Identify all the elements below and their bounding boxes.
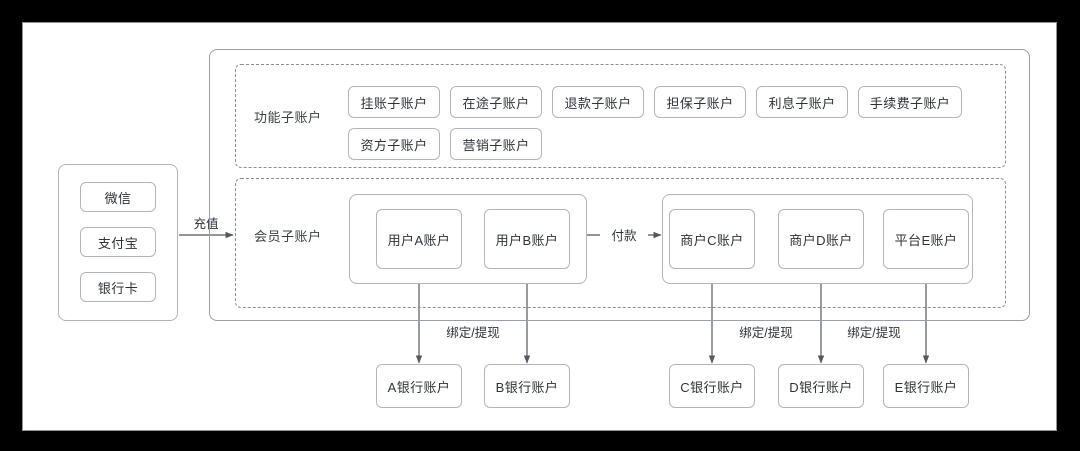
platform-account-e[interactable]: 平台E账户 — [883, 209, 969, 269]
member-subaccount-label: 会员子账户 — [254, 228, 322, 244]
payment-channel-alipay-label: 支付宝 — [97, 235, 139, 251]
functional-account-tuikuan[interactable]: 退款子账户 — [552, 86, 644, 118]
user-account-a[interactable]: 用户A账户 — [376, 209, 462, 269]
payment-channel-wechat[interactable]: 微信 — [80, 182, 156, 212]
functional-account-shouxufei[interactable]: 手续费子账户 — [858, 86, 962, 118]
bank-account-e[interactable]: E银行账户 — [883, 364, 969, 408]
user-account-b[interactable]: 用户B账户 — [484, 209, 570, 269]
functional-account-yingxiao[interactable]: 营销子账户 — [450, 128, 542, 160]
payment-channel-bankcard-label: 银行卡 — [97, 280, 139, 296]
functional-account-zifang-label: 资方子账户 — [360, 137, 428, 153]
bank-account-b[interactable]: B银行账户 — [484, 364, 570, 408]
functional-account-danbao-label: 担保子账户 — [666, 95, 734, 111]
bank-account-d[interactable]: D银行账户 — [778, 364, 864, 408]
functional-account-zaitu-label: 在途子账户 — [462, 95, 530, 111]
connector-layer — [179, 231, 930, 364]
payment-channel-bankcard[interactable]: 银行卡 — [80, 272, 156, 302]
functional-account-zifang[interactable]: 资方子账户 — [348, 128, 440, 160]
edge-label-recharge: 充值 — [181, 213, 231, 232]
payment-channel-alipay[interactable]: 支付宝 — [80, 227, 156, 257]
user-account-b-label: 用户B账户 — [495, 232, 559, 248]
functional-account-danbao[interactable]: 担保子账户 — [654, 86, 746, 118]
merchant-account-c[interactable]: 商户C账户 — [669, 209, 755, 269]
functional-account-tuikuan-label: 退款子账户 — [564, 95, 632, 111]
functional-account-guazhang-label: 挂账子账户 — [360, 95, 428, 111]
functional-subaccount-section — [235, 64, 1006, 168]
bank-account-c-label: C银行账户 — [680, 379, 744, 395]
account-system-container — [209, 49, 1030, 321]
bank-account-a-label: A银行账户 — [387, 379, 451, 395]
functional-account-guazhang[interactable]: 挂账子账户 — [348, 86, 440, 118]
functional-account-lixi-label: 利息子账户 — [768, 95, 836, 111]
functional-account-shouxufei-label: 手续费子账户 — [869, 95, 951, 111]
edge-label-bind-withdraw-cd: 绑定/提现 — [721, 322, 811, 341]
payment-channel-wechat-label: 微信 — [104, 190, 132, 206]
user-account-a-label: 用户A账户 — [387, 232, 451, 248]
bank-account-b-label: B银行账户 — [495, 379, 559, 395]
member-subaccount-section — [235, 178, 1006, 308]
functional-account-zaitu[interactable]: 在途子账户 — [450, 86, 542, 118]
edge-label-payment: 付款 — [600, 225, 648, 244]
bank-account-a[interactable]: A银行账户 — [376, 364, 462, 408]
merchant-account-d-label: 商户D账户 — [789, 232, 853, 248]
diagram-canvas: 微信 支付宝 银行卡 充值 功能子账户 挂账子账户 在途子账户 退款子账户 担保… — [22, 22, 1057, 431]
platform-account-e-label: 平台E账户 — [894, 232, 958, 248]
functional-subaccount-label: 功能子账户 — [254, 109, 322, 125]
functional-account-lixi[interactable]: 利息子账户 — [756, 86, 848, 118]
merchant-account-c-label: 商户C账户 — [680, 232, 744, 248]
functional-account-yingxiao-label: 营销子账户 — [462, 137, 530, 153]
edge-label-bind-withdraw-ab: 绑定/提现 — [428, 322, 518, 341]
bank-account-c[interactable]: C银行账户 — [669, 364, 755, 408]
bank-account-d-label: D银行账户 — [789, 379, 853, 395]
merchant-account-d[interactable]: 商户D账户 — [778, 209, 864, 269]
bank-account-e-label: E银行账户 — [894, 379, 958, 395]
edge-label-bind-withdraw-de: 绑定/提现 — [829, 322, 919, 341]
